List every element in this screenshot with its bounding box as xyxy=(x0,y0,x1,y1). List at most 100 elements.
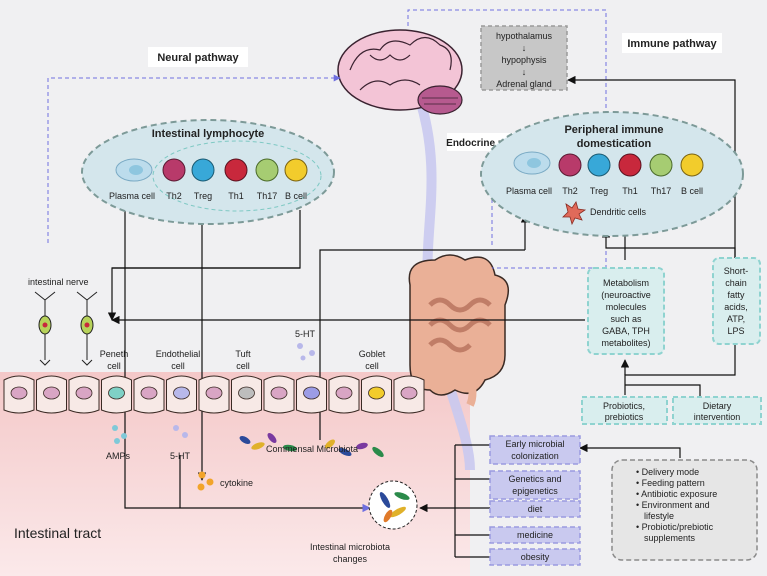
periph-label-th2: Th2 xyxy=(562,186,578,196)
hpa-arrow-1: ↓ xyxy=(522,43,527,53)
intestinal-lymphocyte-title: Intestinal lymphocyte xyxy=(152,128,264,140)
treg-cell-icon xyxy=(587,153,611,177)
plasma-cell-icon xyxy=(115,158,153,182)
amps-dots xyxy=(112,425,127,444)
serotonin-top-label: 5-HT xyxy=(295,329,316,339)
svg-text:(neuroactive: (neuroactive xyxy=(601,290,651,300)
periph-label-bcell: B cell xyxy=(681,186,703,196)
influence-item: • Delivery mode xyxy=(636,467,699,477)
svg-text:Metabolism: Metabolism xyxy=(603,278,649,288)
factor-box: diet xyxy=(489,500,581,518)
commensal-microbiota-icon xyxy=(239,433,384,458)
endothelial-label-1: Endothelial xyxy=(156,349,201,359)
svg-text:chain: chain xyxy=(725,278,747,288)
influence-item: supplements xyxy=(644,533,696,543)
epithelial-cell xyxy=(36,375,67,414)
hpa-arrow-2: ↓ xyxy=(522,67,527,77)
epithelial-layer xyxy=(3,375,425,414)
svg-text:GABA, TPH: GABA, TPH xyxy=(602,326,650,336)
hypothalamus-label: hypothalamus xyxy=(496,31,553,41)
factor-label: Genetics and xyxy=(508,474,561,484)
epithelial-cell xyxy=(198,375,230,414)
factor-label: medicine xyxy=(517,530,553,540)
treg-cell-icon xyxy=(191,158,215,182)
hypophysis-label: hypophysis xyxy=(501,55,547,65)
influence-item: • Probiotic/prebiotic xyxy=(636,522,714,532)
microbiota-changes-label-1: Intestinal microbiota xyxy=(310,542,390,552)
peripheral-cells xyxy=(513,151,704,177)
svg-text:ATP,: ATP, xyxy=(727,314,745,324)
factor-label: diet xyxy=(528,504,543,514)
cytokine-label: cytokine xyxy=(220,478,253,488)
tuft-label-2: cell xyxy=(236,361,250,371)
goblet-label-2: cell xyxy=(365,361,379,371)
svg-text:Neural pathway: Neural pathway xyxy=(157,52,239,64)
factor-box: Early microbial colonization xyxy=(489,435,581,465)
lymph-label-treg: Treg xyxy=(194,191,212,201)
serotonin-lumen-label: 5-HT xyxy=(170,451,191,461)
hpa-axis-box: hypothalamus ↓ hypophysis ↓ Adrenal glan… xyxy=(480,25,568,91)
th1-cell-icon xyxy=(224,158,248,182)
epithelial-cell xyxy=(263,375,295,414)
neural-pathway-label: Neural pathway xyxy=(148,47,248,67)
plasma-cell-icon xyxy=(513,151,551,175)
svg-text:metabolites): metabolites) xyxy=(601,338,650,348)
peneth-label-2: cell xyxy=(107,361,121,371)
factor-box: obesity xyxy=(489,548,581,566)
epithelial-cell xyxy=(231,375,262,414)
epithelial-cell xyxy=(166,375,197,414)
svg-text:Immune pathway: Immune pathway xyxy=(627,38,717,50)
svg-text:such as: such as xyxy=(610,314,642,324)
svg-text:acids,: acids, xyxy=(724,302,748,312)
immune-pathway-label: Immune pathway xyxy=(622,33,722,53)
epithelial-cell xyxy=(101,375,132,414)
lymph-label-th17: Th17 xyxy=(257,191,278,201)
probiotics-box: Probiotics, prebiotics xyxy=(581,396,668,425)
intestinal-tract-label: Intestinal tract xyxy=(14,525,101,541)
svg-text:intervention: intervention xyxy=(694,412,741,422)
th1-cell-icon xyxy=(618,153,642,177)
lymph-label-th1: Th1 xyxy=(228,191,244,201)
peripheral-immune-title-1: Peripheral immune xyxy=(564,124,663,136)
epithelial-cell xyxy=(133,375,165,414)
svg-text:Short-: Short- xyxy=(724,266,749,276)
microbiota-changes-icon xyxy=(368,480,418,530)
periph-label-th17: Th17 xyxy=(651,186,672,196)
dendritic-cells-label: Dendritic cells xyxy=(590,207,647,217)
cytokine-dots xyxy=(197,471,214,491)
epithelial-cell xyxy=(296,375,327,414)
microbiota-changes-label-2: changes xyxy=(333,554,368,564)
factor-label: epigenetics xyxy=(512,486,558,496)
factor-label: Early microbial xyxy=(505,439,564,449)
lymph-label-th2: Th2 xyxy=(166,191,182,201)
lymphocyte-cells xyxy=(115,158,308,182)
factor-box: Genetics and epigenetics xyxy=(489,470,581,500)
influence-item: lifestyle xyxy=(644,511,674,521)
th17-cell-icon xyxy=(649,153,673,177)
intestinal-nerve-label: intestinal nerve xyxy=(28,277,89,287)
dendritic-cell-icon xyxy=(562,201,587,226)
th2-cell-icon xyxy=(558,153,582,177)
intestinal-lymphocyte-ellipse: Intestinal lymphocyte Plasma cell Th2 Tr… xyxy=(81,119,335,225)
factor-label: colonization xyxy=(511,451,559,461)
epithelial-cell xyxy=(393,375,425,414)
svg-text:prebiotics: prebiotics xyxy=(605,412,644,422)
lymph-label-bcell: B cell xyxy=(285,191,307,201)
serotonin-dots xyxy=(297,343,315,361)
scfa-box: Short- chain fatty acids, ATP, LPS xyxy=(712,257,761,345)
epithelial-cell xyxy=(361,375,392,414)
b-cell-icon xyxy=(680,153,704,177)
svg-text:fatty: fatty xyxy=(727,290,745,300)
serotonin-lumen-dots xyxy=(173,425,188,438)
endothelial-label-2: cell xyxy=(171,361,185,371)
neuron-icon xyxy=(76,291,98,366)
factor-label: obesity xyxy=(521,552,550,562)
amps-label: AMPs xyxy=(106,451,131,461)
epithelial-cell xyxy=(328,375,360,414)
svg-text:Dietary: Dietary xyxy=(703,401,732,411)
peripheral-immune-ellipse: Peripheral immune domestication Plasma c… xyxy=(480,111,744,237)
brain-icon xyxy=(337,29,463,115)
